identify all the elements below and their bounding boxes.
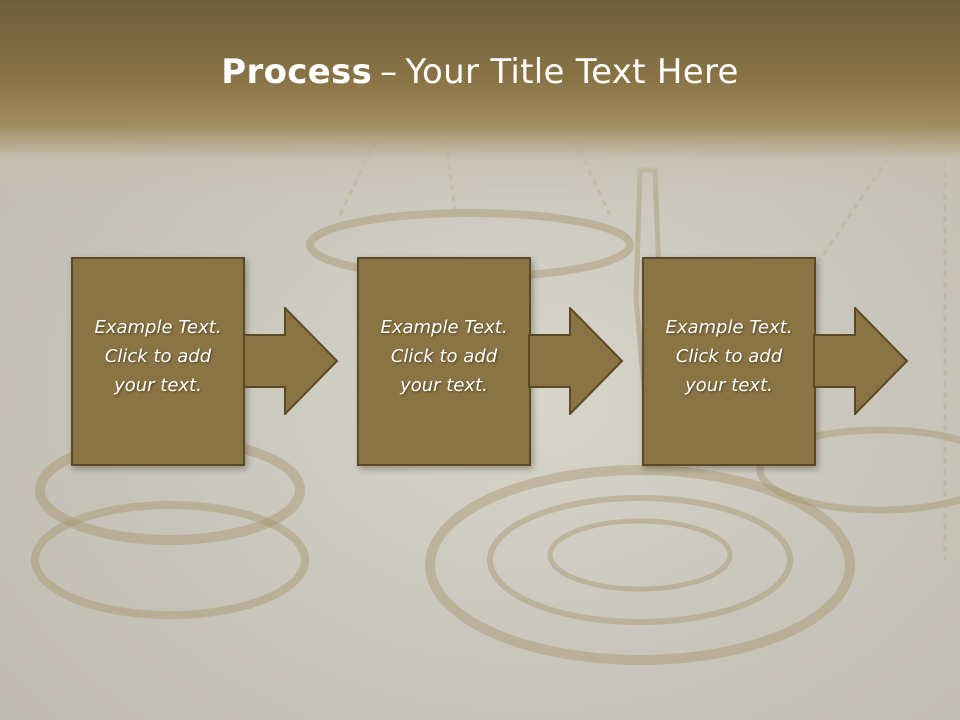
arrow-right-icon (528, 307, 624, 415)
step-1-text[interactable]: Example Text. Click to add your text. (79, 313, 237, 400)
title-separator: – (380, 52, 398, 92)
step-3-line-1: Example Text. (665, 317, 793, 338)
process-step-1[interactable]: Example Text. Click to add your text. (71, 257, 245, 466)
slide-title[interactable]: Process–Your Title Text Here (0, 52, 960, 92)
step-2-line-3: your text. (400, 375, 488, 396)
step-1-line-1: Example Text. (94, 317, 222, 338)
step-2-text[interactable]: Example Text. Click to add your text. (365, 313, 523, 400)
step-2-line-1: Example Text. (380, 317, 508, 338)
step-2-line-2: Click to add (390, 346, 498, 367)
step-1-line-3: your text. (114, 375, 202, 396)
step-1-line-2: Click to add (104, 346, 212, 367)
step-3-text[interactable]: Example Text. Click to add your text. (650, 313, 808, 400)
title-rest: Your Title Text Here (405, 52, 739, 92)
arrow-right-icon (243, 307, 339, 415)
step-3-line-3: your text. (685, 375, 773, 396)
step-3-line-2: Click to add (675, 346, 783, 367)
title-bold: Process (221, 52, 373, 92)
process-step-3[interactable]: Example Text. Click to add your text. (642, 257, 816, 466)
title-band (0, 0, 960, 200)
arrow-right-icon (813, 307, 909, 415)
process-step-2[interactable]: Example Text. Click to add your text. (357, 257, 531, 466)
